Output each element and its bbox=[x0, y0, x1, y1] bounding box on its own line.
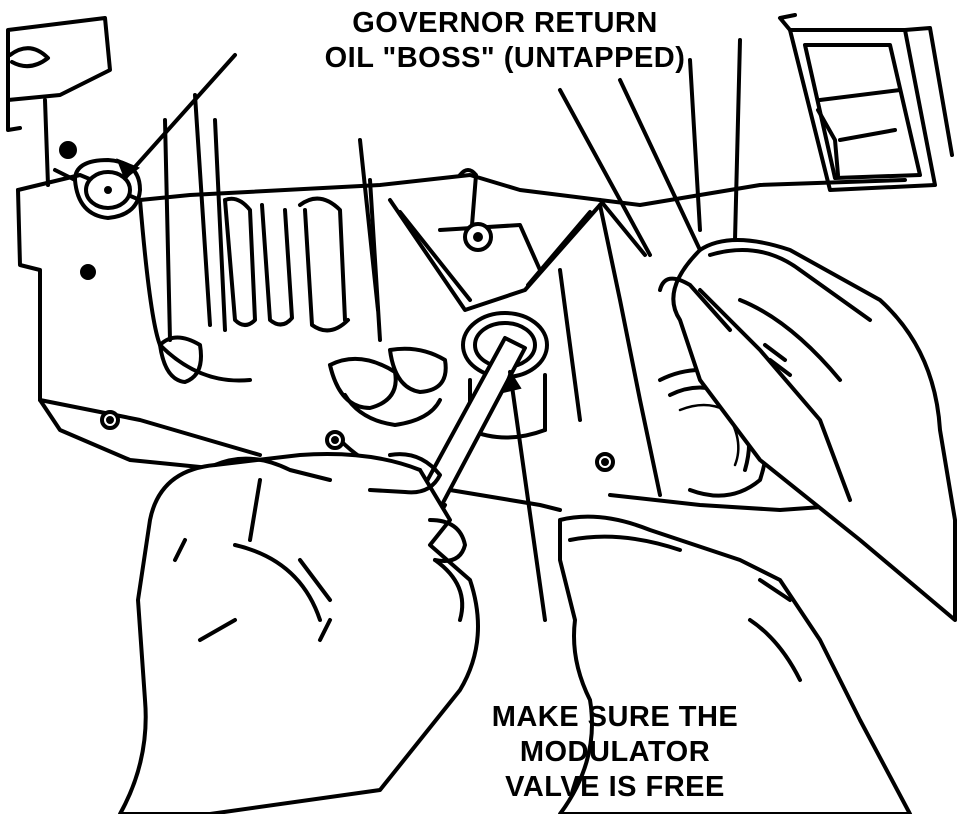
leader-lines bbox=[116, 53, 547, 622]
supporting-hand bbox=[558, 514, 912, 814]
governor-return-oil-boss bbox=[53, 158, 142, 220]
governor-boss-label-line-2: OIL "BOSS" (UNTAPPED) bbox=[324, 42, 686, 74]
modulator-valve-label: MAKE SURE THE MODULATOR VALVE IS FREE bbox=[440, 700, 790, 805]
modulator-label-line-3: VALVE IS FREE bbox=[505, 771, 725, 803]
governor-boss-label: GOVERNOR RETURN OIL "BOSS" (UNTAPPED) bbox=[290, 6, 720, 76]
transmission-case bbox=[16, 93, 912, 512]
governor-boss-label-line-1: GOVERNOR RETURN bbox=[352, 7, 658, 39]
left-hand bbox=[118, 452, 480, 814]
right-hand bbox=[558, 38, 957, 622]
modulator-label-line-1: MAKE SURE THE bbox=[491, 701, 739, 733]
upper-left-bracket bbox=[6, 16, 112, 187]
upper-right-housing bbox=[778, 13, 954, 192]
modulator-label-line-2: MODULATOR bbox=[519, 736, 711, 768]
